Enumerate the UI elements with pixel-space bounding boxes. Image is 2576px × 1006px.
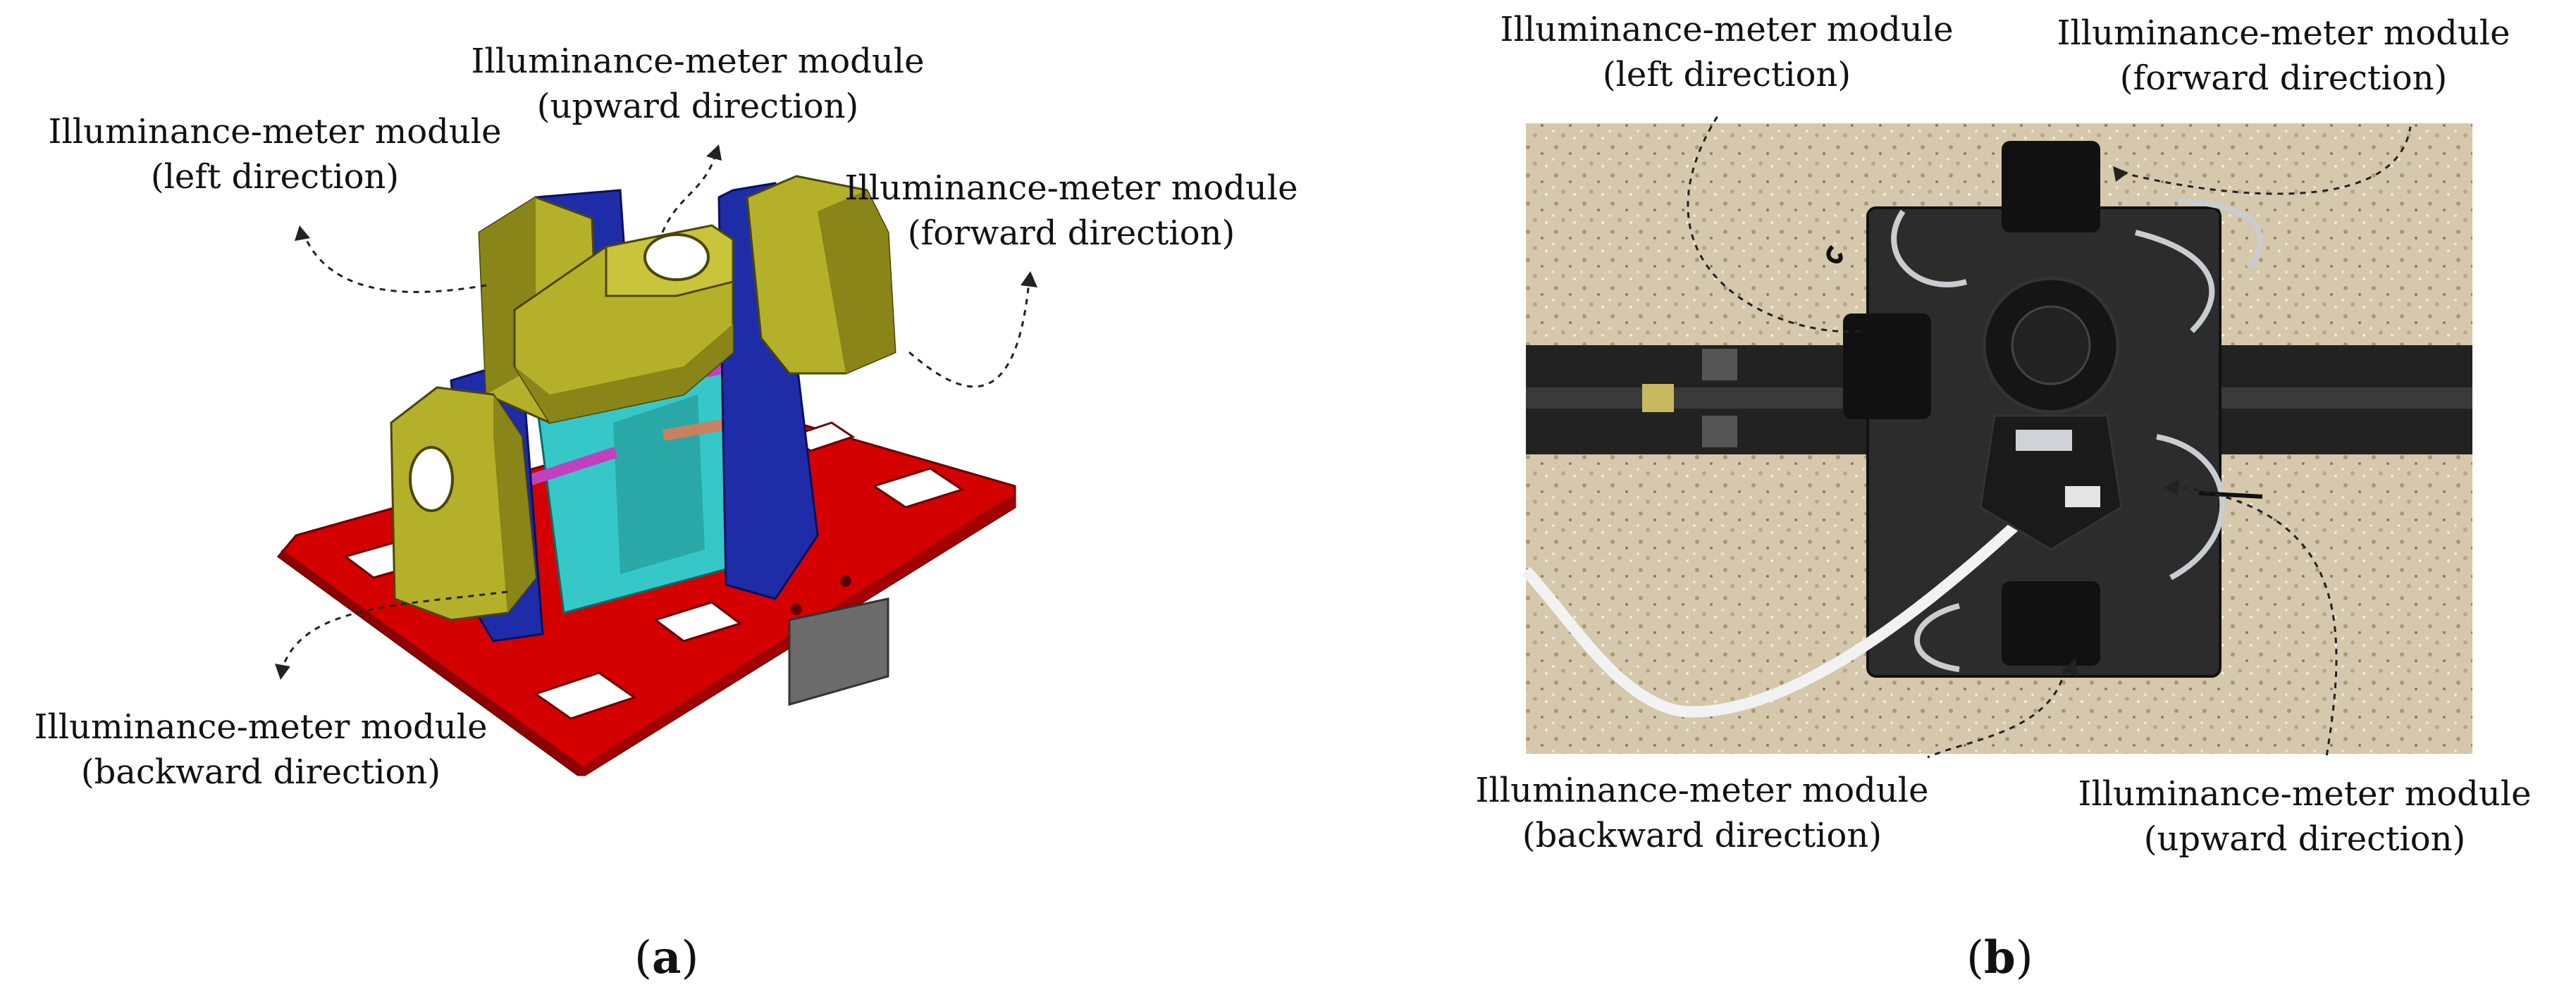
arrowhead xyxy=(1021,271,1037,287)
flat-cable xyxy=(1522,489,2055,718)
leader-a-backward xyxy=(281,590,508,670)
mount-tab xyxy=(788,597,889,706)
photo-hub-sensor xyxy=(2011,305,2091,385)
label-a-forward-line2: (forward direction) xyxy=(907,213,1235,253)
photo-module-backward xyxy=(2002,581,2100,666)
leader-b-backward xyxy=(1927,669,2066,759)
cable xyxy=(1914,603,1960,672)
label-a-backward: Illuminance-meter module (backward direc… xyxy=(14,704,507,795)
clamp xyxy=(1702,349,1737,380)
label-b-forward: Illuminance-meter module (forward direct… xyxy=(2030,11,2537,101)
label-a-upward: Illuminance-meter module (upward directi… xyxy=(451,39,944,129)
caption-b: (b) xyxy=(1966,931,2033,984)
label-a-upward-line1: Illuminance-meter module xyxy=(471,42,925,81)
arrowhead xyxy=(2164,479,2179,496)
label-b-forward-line2: (forward direction) xyxy=(2119,58,2448,98)
label-b-upward-line2: (upward direction) xyxy=(2143,819,2466,859)
clamp xyxy=(1702,416,1737,447)
label-b-upward: Illuminance-meter module (upward directi… xyxy=(2051,771,2558,862)
cable xyxy=(1891,209,1968,287)
label-b-left: Illuminance-meter module (left direction… xyxy=(1480,7,1973,97)
leader-b-forward xyxy=(2121,126,2412,195)
plate-slot xyxy=(533,671,637,720)
label-b-upward-line1: Illuminance-meter module xyxy=(2078,774,2532,814)
leader-a-upward xyxy=(661,154,717,233)
label-a-forward: Illuminance-meter module (forward direct… xyxy=(818,166,1325,256)
cable xyxy=(2156,434,2226,580)
cable xyxy=(2177,198,2263,270)
label-a-upward-line2: (upward direction) xyxy=(536,87,859,126)
label-a-backward-line1: Illuminance-meter module xyxy=(34,707,488,747)
module-backward-lens xyxy=(409,446,454,512)
label-a-left-line2: (left direction) xyxy=(150,157,400,197)
arrowhead xyxy=(2113,166,2128,182)
module-upward-front xyxy=(514,324,733,423)
caption-a: (a) xyxy=(634,931,699,984)
module-backward-side xyxy=(493,395,536,613)
plate-slot xyxy=(653,601,743,642)
arrowhead xyxy=(295,225,310,241)
label-b-forward-line1: Illuminance-meter module xyxy=(2057,13,2510,53)
photo-module-forward xyxy=(2002,141,2100,232)
leader-a-forward xyxy=(908,281,1030,388)
photo-label-sticker xyxy=(2016,430,2072,451)
tag xyxy=(1642,384,1674,412)
label-b-backward-line2: (backward direction) xyxy=(1522,816,1882,855)
photo-label-sticker xyxy=(2065,486,2100,507)
cyan-frame-inner xyxy=(613,395,705,574)
plate-hole xyxy=(791,604,802,615)
leader-b-left xyxy=(1687,112,1861,333)
label-b-backward-line1: Illuminance-meter module xyxy=(1475,771,1929,810)
arrowhead xyxy=(275,664,290,680)
label-a-forward-line1: Illuminance-meter module xyxy=(844,168,1298,208)
leader-a-left xyxy=(302,232,487,293)
module-forward-shade xyxy=(818,190,895,373)
label-b-left-line1: Illuminance-meter module xyxy=(1500,10,1954,49)
module-upward-lens xyxy=(643,233,710,281)
photo-module-left xyxy=(1843,313,1931,419)
label-a-left: Illuminance-meter module (left direction… xyxy=(28,109,522,199)
label-a-left-line1: Illuminance-meter module xyxy=(48,112,502,151)
arrowhead xyxy=(706,144,722,161)
base-plate-edge xyxy=(278,549,585,775)
arrowhead xyxy=(2062,659,2078,676)
zip-tie xyxy=(1826,244,1843,263)
leader-b-upward xyxy=(2170,485,2338,762)
plate-hole xyxy=(840,576,851,587)
label-a-backward-line2: (backward direction) xyxy=(80,752,441,792)
bracket-forward xyxy=(717,182,819,600)
plate-slot xyxy=(871,467,965,509)
cable xyxy=(2135,230,2215,333)
label-b-backward: Illuminance-meter module (backward direc… xyxy=(1448,768,1956,858)
label-b-left-line2: (left direction) xyxy=(1602,55,1851,94)
